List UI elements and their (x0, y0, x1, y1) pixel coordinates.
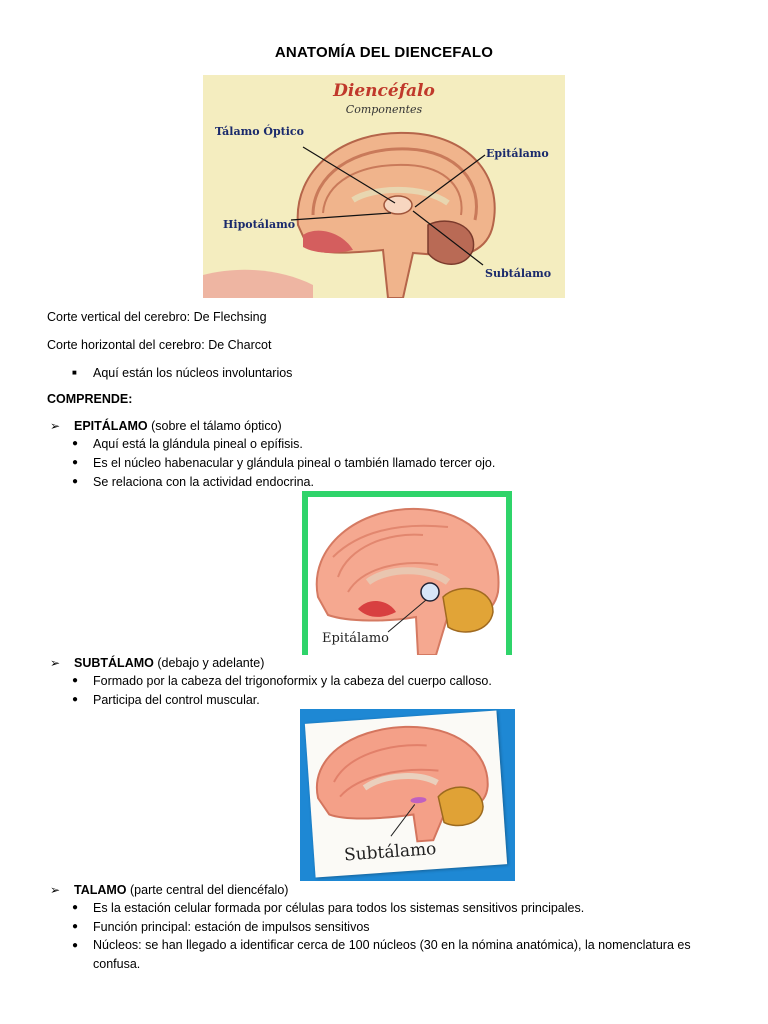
list-item: Participa del control muscular. (93, 693, 260, 707)
epitalamo-image: Epitálamo (302, 491, 512, 655)
bullet-icon: ● (72, 438, 79, 449)
brain-subtalamo-illustration (315, 725, 489, 843)
corte-vertical-text: Corte vertical del cerebro: De Flechsing (47, 310, 267, 324)
arrow-bullet-icon: ➢ (50, 883, 61, 897)
nucleos-involuntarios-text: Aquí están los núcleos involuntarios (93, 366, 293, 380)
list-item: Es el núcleo habenacular y glándula pine… (93, 456, 496, 470)
bullet-icon: ● (72, 694, 79, 705)
section-subtalamo-heading: SUBTÁLAMO (debajo y adelante) (74, 656, 265, 670)
square-bullet-icon: ■ (72, 368, 77, 377)
arrow-bullet-icon: ➢ (50, 419, 61, 433)
diagram-subheading: Componentes (345, 103, 423, 116)
label-talamo-optico: Tálamo Óptico (215, 125, 304, 138)
section-epitalamo-heading: EPITÁLAMO (sobre el tálamo óptico) (74, 419, 282, 433)
diagram-heading: Diencéfalo (333, 81, 435, 101)
corte-horizontal-text: Corte horizontal del cerebro: De Charcot (47, 338, 272, 352)
diencefalo-diagram: Diencéfalo Componentes Tálamo Óptico Epi… (203, 75, 565, 298)
comprende-heading: COMPRENDE: (47, 392, 133, 406)
bullet-icon: ● (72, 921, 79, 932)
page-title: ANATOMÍA DEL DIENCEFALO (274, 44, 494, 61)
label-hipotalamo: Hipotálamo (223, 218, 296, 231)
bullet-icon: ● (72, 902, 79, 913)
label-subtalamo: Subtálamo (485, 267, 552, 280)
bullet-icon: ● (72, 476, 79, 487)
brain-sagittal-illustration (203, 131, 496, 298)
label-epitalamo: Epitálamo (486, 147, 549, 160)
bullet-icon: ● (72, 940, 79, 951)
list-item: Aquí está la glándula pineal o epífisis. (93, 437, 303, 451)
brain-epitalamo-illustration (315, 507, 500, 655)
list-item: Es la estación celular formada por célul… (93, 901, 585, 915)
list-item: Función principal: estación de impulsos … (93, 920, 370, 934)
list-item: Formado por la cabeza del trigonoformix … (93, 674, 492, 688)
bullet-icon: ● (72, 457, 79, 468)
list-item: Se relaciona con la actividad endocrina. (93, 475, 314, 489)
bullet-icon: ● (72, 675, 79, 686)
epitalamo-label: Epitálamo (322, 631, 390, 646)
arrow-bullet-icon: ➢ (50, 656, 61, 670)
list-item: Núcleos: se han llegado a identificar ce… (93, 938, 691, 971)
subtalamo-image: Subtálamo (300, 709, 515, 881)
section-talamo-heading: TALAMO (parte central del diencéfalo) (74, 883, 289, 897)
